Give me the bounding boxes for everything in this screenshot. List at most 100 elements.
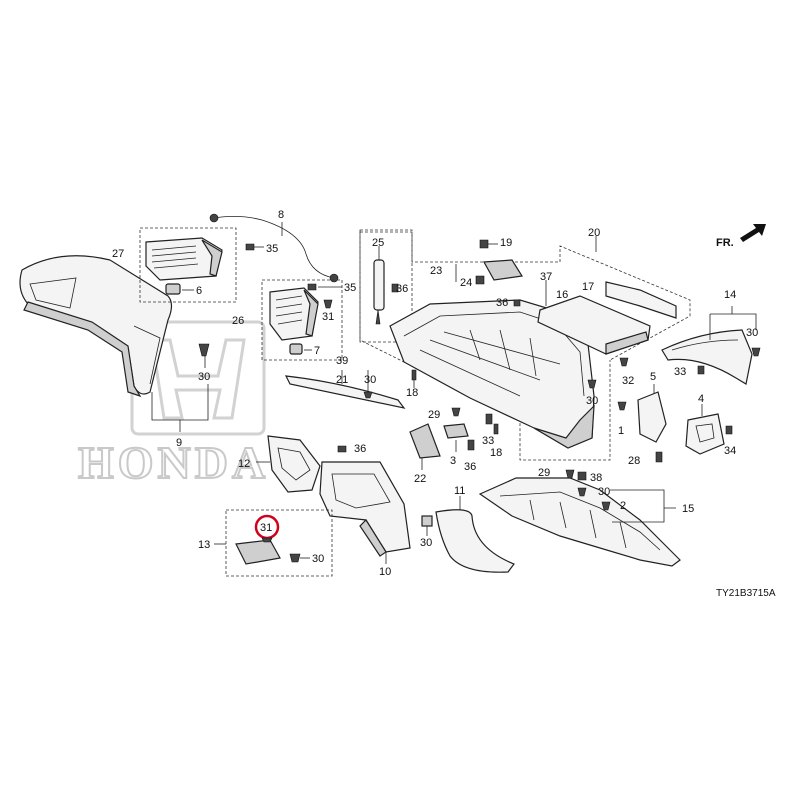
label-6: 6 — [196, 285, 202, 297]
label-8: 8 — [278, 209, 284, 221]
group-25-box — [359, 229, 413, 343]
part-39-trim-strip — [284, 370, 406, 409]
group-upper-outline — [360, 231, 560, 263]
screw-33-right — [697, 365, 705, 375]
clip-31-center — [323, 299, 333, 309]
label-36a: 36 — [396, 283, 408, 295]
label-30b: 30 — [746, 327, 758, 339]
clip-2 — [601, 501, 611, 511]
label-36c: 36 — [354, 443, 366, 455]
label-30a: 30 — [198, 371, 210, 383]
screw-35-upper — [245, 243, 264, 251]
label-36b: 36 — [496, 297, 508, 309]
clip-29-b — [565, 469, 575, 479]
label-30f: 30 — [420, 537, 432, 549]
label-10: 10 — [379, 566, 391, 578]
label-14: 14 — [724, 289, 736, 301]
front-direction-indicator: FR. — [716, 224, 766, 249]
clip-30-lowbox — [577, 487, 587, 497]
part-4-bracket — [685, 404, 725, 455]
screw-33-center — [485, 413, 493, 425]
group-20-outline — [559, 245, 691, 361]
label-38: 38 — [590, 472, 602, 484]
screw-35-center — [307, 283, 342, 291]
part-11-side-trim — [435, 496, 515, 573]
label-35a: 35 — [266, 243, 278, 255]
label-15: 15 — [682, 503, 694, 515]
label-11: 11 — [454, 485, 465, 497]
label-7: 7 — [314, 345, 320, 357]
label-29a: 29 — [428, 409, 440, 421]
label-12: 12 — [238, 458, 250, 470]
part-37-glovebox-frame — [389, 299, 595, 449]
highlight-circle-31 — [254, 514, 280, 543]
front-arrow-icon — [740, 224, 766, 242]
clip-32 — [619, 357, 629, 367]
part-10-lower-panel — [319, 461, 411, 564]
part-12-bracket — [256, 435, 321, 493]
label-31b: 31 — [260, 522, 272, 534]
part-22-cover — [409, 423, 441, 470]
label-17: 17 — [582, 281, 594, 293]
label-18a: 18 — [406, 387, 418, 399]
honda-watermark: HONDA — [77, 320, 269, 489]
label-30g: 30 — [312, 553, 324, 565]
clip-38 — [577, 471, 587, 481]
label-27: 27 — [112, 248, 124, 260]
label-18b: 18 — [490, 447, 502, 459]
clip-30-mid — [587, 379, 597, 389]
front-label: FR. — [716, 237, 734, 249]
clip-30-right — [751, 347, 761, 357]
part-13-switch-panel — [214, 539, 281, 565]
label-35b: 35 — [344, 282, 356, 294]
part-9-dashboard-panel — [19, 255, 173, 398]
label-20: 20 — [588, 227, 600, 239]
part-27-left-vent — [145, 237, 223, 281]
screw-36-center — [513, 299, 521, 307]
screw-18-b — [493, 423, 499, 435]
part-25-rod — [373, 246, 385, 325]
label-5: 5 — [650, 371, 656, 383]
label-34: 34 — [724, 445, 736, 457]
label-31a: 31 — [322, 311, 334, 323]
label-28: 28 — [628, 455, 640, 467]
label-9: 9 — [176, 437, 182, 449]
label-37: 37 — [540, 271, 552, 283]
clip-30-box13 — [289, 553, 310, 563]
label-33a: 33 — [482, 435, 494, 447]
label-2: 2 — [620, 500, 626, 512]
screw-36-left — [337, 445, 347, 453]
screw-18-a — [411, 369, 417, 388]
label-39: 39 — [336, 355, 348, 367]
label-30e: 30 — [598, 486, 610, 498]
part-24-clip — [475, 275, 485, 285]
label-19: 19 — [500, 237, 512, 249]
label-16: 16 — [556, 289, 568, 301]
screw-28 — [655, 451, 663, 463]
watermark-text: HONDA — [78, 437, 269, 488]
label-22: 22 — [414, 473, 426, 485]
label-3: 3 — [450, 455, 456, 467]
label-13: 13 — [198, 539, 210, 551]
part-7-clip — [289, 343, 312, 355]
label-24: 24 — [460, 277, 472, 289]
clip-30-left — [198, 343, 210, 368]
group-27-box — [139, 227, 237, 303]
callout-labels: 8 27 35 6 35 26 31 7 30 9 25 36 19 23 24… — [112, 209, 776, 599]
part-17-panel — [605, 281, 677, 319]
label-29b: 29 — [538, 467, 550, 479]
label-25: 25 — [372, 237, 384, 249]
label-33b: 33 — [674, 366, 686, 378]
part-8-harness — [209, 213, 339, 283]
label-30c: 30 — [364, 374, 376, 386]
screw-19 — [479, 239, 498, 249]
group-13-box — [225, 509, 333, 577]
clip-1 — [617, 401, 627, 411]
label-36d: 36 — [464, 461, 476, 473]
screw-36-lower — [467, 439, 475, 451]
label-4: 4 — [698, 393, 704, 405]
label-30d: 30 — [586, 395, 598, 407]
group-26-box — [261, 279, 343, 361]
part-6-clip — [165, 283, 194, 295]
